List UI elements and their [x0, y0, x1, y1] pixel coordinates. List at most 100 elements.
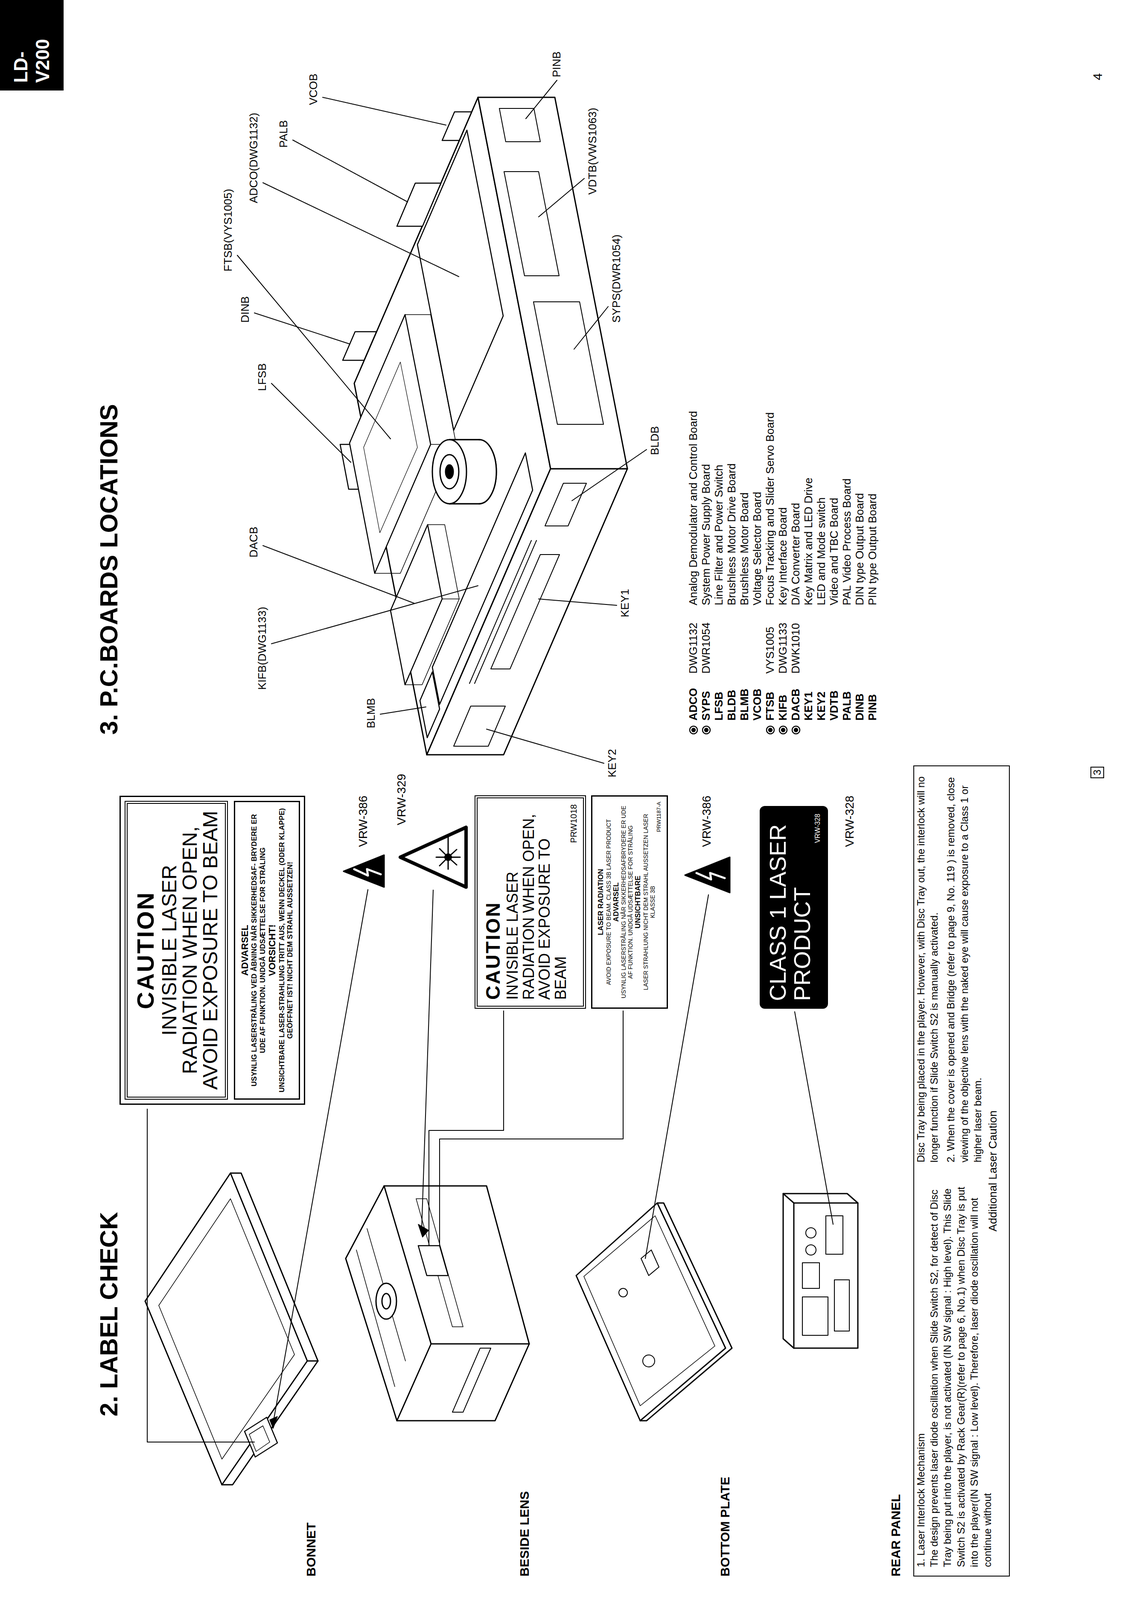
rear-panel-drawing	[783, 1193, 858, 1348]
table-cell: DACB	[789, 688, 803, 721]
lens-cylinder	[432, 439, 497, 504]
table-cell: Video and TBC Board	[827, 497, 841, 606]
rear-panel-drawing	[805, 1227, 817, 1238]
bullet-mark	[766, 725, 775, 734]
warning-label: ADVARSELUSYNLIG LASERSTRÅLING VED ÅBNING…	[233, 800, 301, 1100]
note-column: 1. Laser Interlock MechanismThe design p…	[914, 1179, 994, 1567]
bottom-plate-drawing	[641, 1249, 659, 1276]
chassis-drawing	[545, 483, 587, 526]
table-cell: DINB	[853, 693, 867, 721]
section-heading: 3. P.C.BOARDS LOCATIONS	[94, 403, 124, 735]
rear-panel-drawing	[825, 1215, 843, 1254]
shock-warning-symbol	[343, 854, 385, 887]
laser-warning-symbol	[436, 835, 461, 869]
table-cell: Focus Tracking and Slider Servo Board	[763, 412, 777, 606]
leader-line	[439, 1010, 624, 1246]
label-heading: LD-V200	[10, 7, 54, 83]
label-text: 1. Laser Interlock Mechanism	[914, 1179, 928, 1567]
label-text: ADVARSEL	[612, 801, 621, 1003]
leader-line	[262, 545, 414, 604]
table-cell: Brushless Motor Board	[738, 492, 752, 606]
label-heading: LASER RADIATION	[596, 801, 606, 1003]
table-cell: DIN type Output Board	[853, 492, 867, 606]
table-cell: PIN type Output Board	[866, 493, 880, 606]
bottom-plate-drawing	[583, 1215, 715, 1406]
leader-line	[794, 1011, 834, 1225]
callout-label: BLDB	[648, 425, 662, 456]
part-number: VRW-386	[699, 795, 714, 847]
table-cell: Voltage Selector Board	[751, 491, 764, 606]
mechanism-drawing	[431, 1343, 530, 1345]
table-cell: KEY1	[802, 691, 816, 721]
leader-line	[292, 139, 408, 202]
chassis-drawing	[533, 301, 604, 425]
table-cell: PALB	[840, 690, 854, 721]
circuit-board	[417, 130, 504, 431]
model-tab: LD-V200	[0, 0, 64, 91]
leader-line	[486, 728, 604, 764]
mechanism-drawing	[376, 1282, 397, 1319]
label-heading: CLASS 1 LASER PRODUCT	[765, 813, 814, 1001]
label-text: PRW1187-A	[655, 801, 663, 1003]
rear-panel-drawing	[802, 1262, 820, 1289]
bullet-mark	[768, 728, 773, 732]
bonnet-drawing	[145, 1172, 308, 1485]
table-cell: DWR1054	[699, 622, 713, 674]
label-text: PRW1018	[568, 804, 579, 1000]
warning-label: LASER RADIATIONAVOID EXPOSURE TO BEAM. C…	[591, 795, 668, 1009]
leader-line	[237, 80, 647, 764]
label-text: USYNLIG LASERSTRÅLING VED ÅBNING NÅR SIK…	[250, 807, 267, 1093]
bottom-plate-drawing	[640, 1202, 732, 1421]
section-heading: BONNET	[303, 1521, 319, 1577]
chassis-drawing	[499, 108, 541, 142]
label-text: The design prevents laser diode oscillat…	[927, 1179, 994, 1567]
mechanism-drawing	[367, 1228, 406, 1361]
circuit-board	[390, 524, 443, 685]
label-text: Disc Tray being placed in the player. Ho…	[914, 774, 941, 1163]
table-cell: VCOB	[751, 688, 764, 721]
leader-line	[525, 80, 557, 119]
caution-label: CAUTIONINVISIBLE LASER RADIATION WHEN OP…	[474, 795, 586, 1009]
mechanism-drawing	[452, 1347, 491, 1412]
shock-warning-symbol	[696, 872, 725, 880]
bullet-mark	[689, 725, 698, 734]
lens-cylinder	[479, 439, 497, 504]
part-number: VRW-386	[356, 795, 371, 847]
lens-cylinder	[440, 454, 459, 489]
callout-label: SYPS(DWR1054)	[610, 233, 624, 324]
shock-warning-symbol	[354, 868, 381, 876]
bonnet-drawing	[145, 1172, 318, 1485]
leader-line	[571, 449, 647, 501]
label-text: 2. When the cover is opened and Bridge (…	[944, 774, 985, 1163]
leader-line	[794, 1011, 834, 1225]
label-text: VRW-328	[813, 813, 822, 1001]
bullet-mark	[792, 725, 800, 734]
callout-label: KEY2	[606, 748, 619, 779]
shock-warning-symbol	[343, 854, 385, 887]
label-text: AVOID EXPOSURE TO BEAM. CLASS 3B LASER P…	[605, 801, 613, 1003]
rear-panel-drawing	[783, 1193, 858, 1203]
bonnet-drawing	[269, 1416, 278, 1429]
callout-label: KIFB(DWG1133)	[256, 605, 269, 691]
page-number: 4	[1090, 72, 1106, 81]
bullet-mark	[704, 728, 709, 732]
bottom-plate-drawing	[576, 1202, 732, 1421]
label-text: USYNLIG LASERSTRÅLING NÅR SIKKERHEDSAFBR…	[620, 801, 634, 1003]
circuit-board	[442, 111, 472, 141]
callout-label: KEY1	[618, 588, 632, 619]
bonnet-drawing	[249, 1425, 270, 1452]
table-cell: LED and Mode switch	[815, 497, 828, 606]
label-text: INVISIBLE LASER RADIATION WHEN OPEN, AVO…	[159, 809, 221, 1091]
table-cell: KIFB	[776, 694, 790, 721]
mechanism-drawing	[381, 1293, 391, 1309]
table-cell: Line Filter and Power Switch	[712, 464, 726, 606]
label-heading: Additional Laser Caution	[986, 1104, 1000, 1236]
bullet-mark	[691, 728, 696, 732]
table-cell: VDTB	[827, 690, 841, 721]
leader-line	[271, 585, 479, 644]
bullet-mark	[794, 728, 798, 732]
circuit-board	[342, 331, 377, 361]
laser-warning-symbol	[400, 827, 467, 887]
leader-line	[574, 306, 609, 350]
